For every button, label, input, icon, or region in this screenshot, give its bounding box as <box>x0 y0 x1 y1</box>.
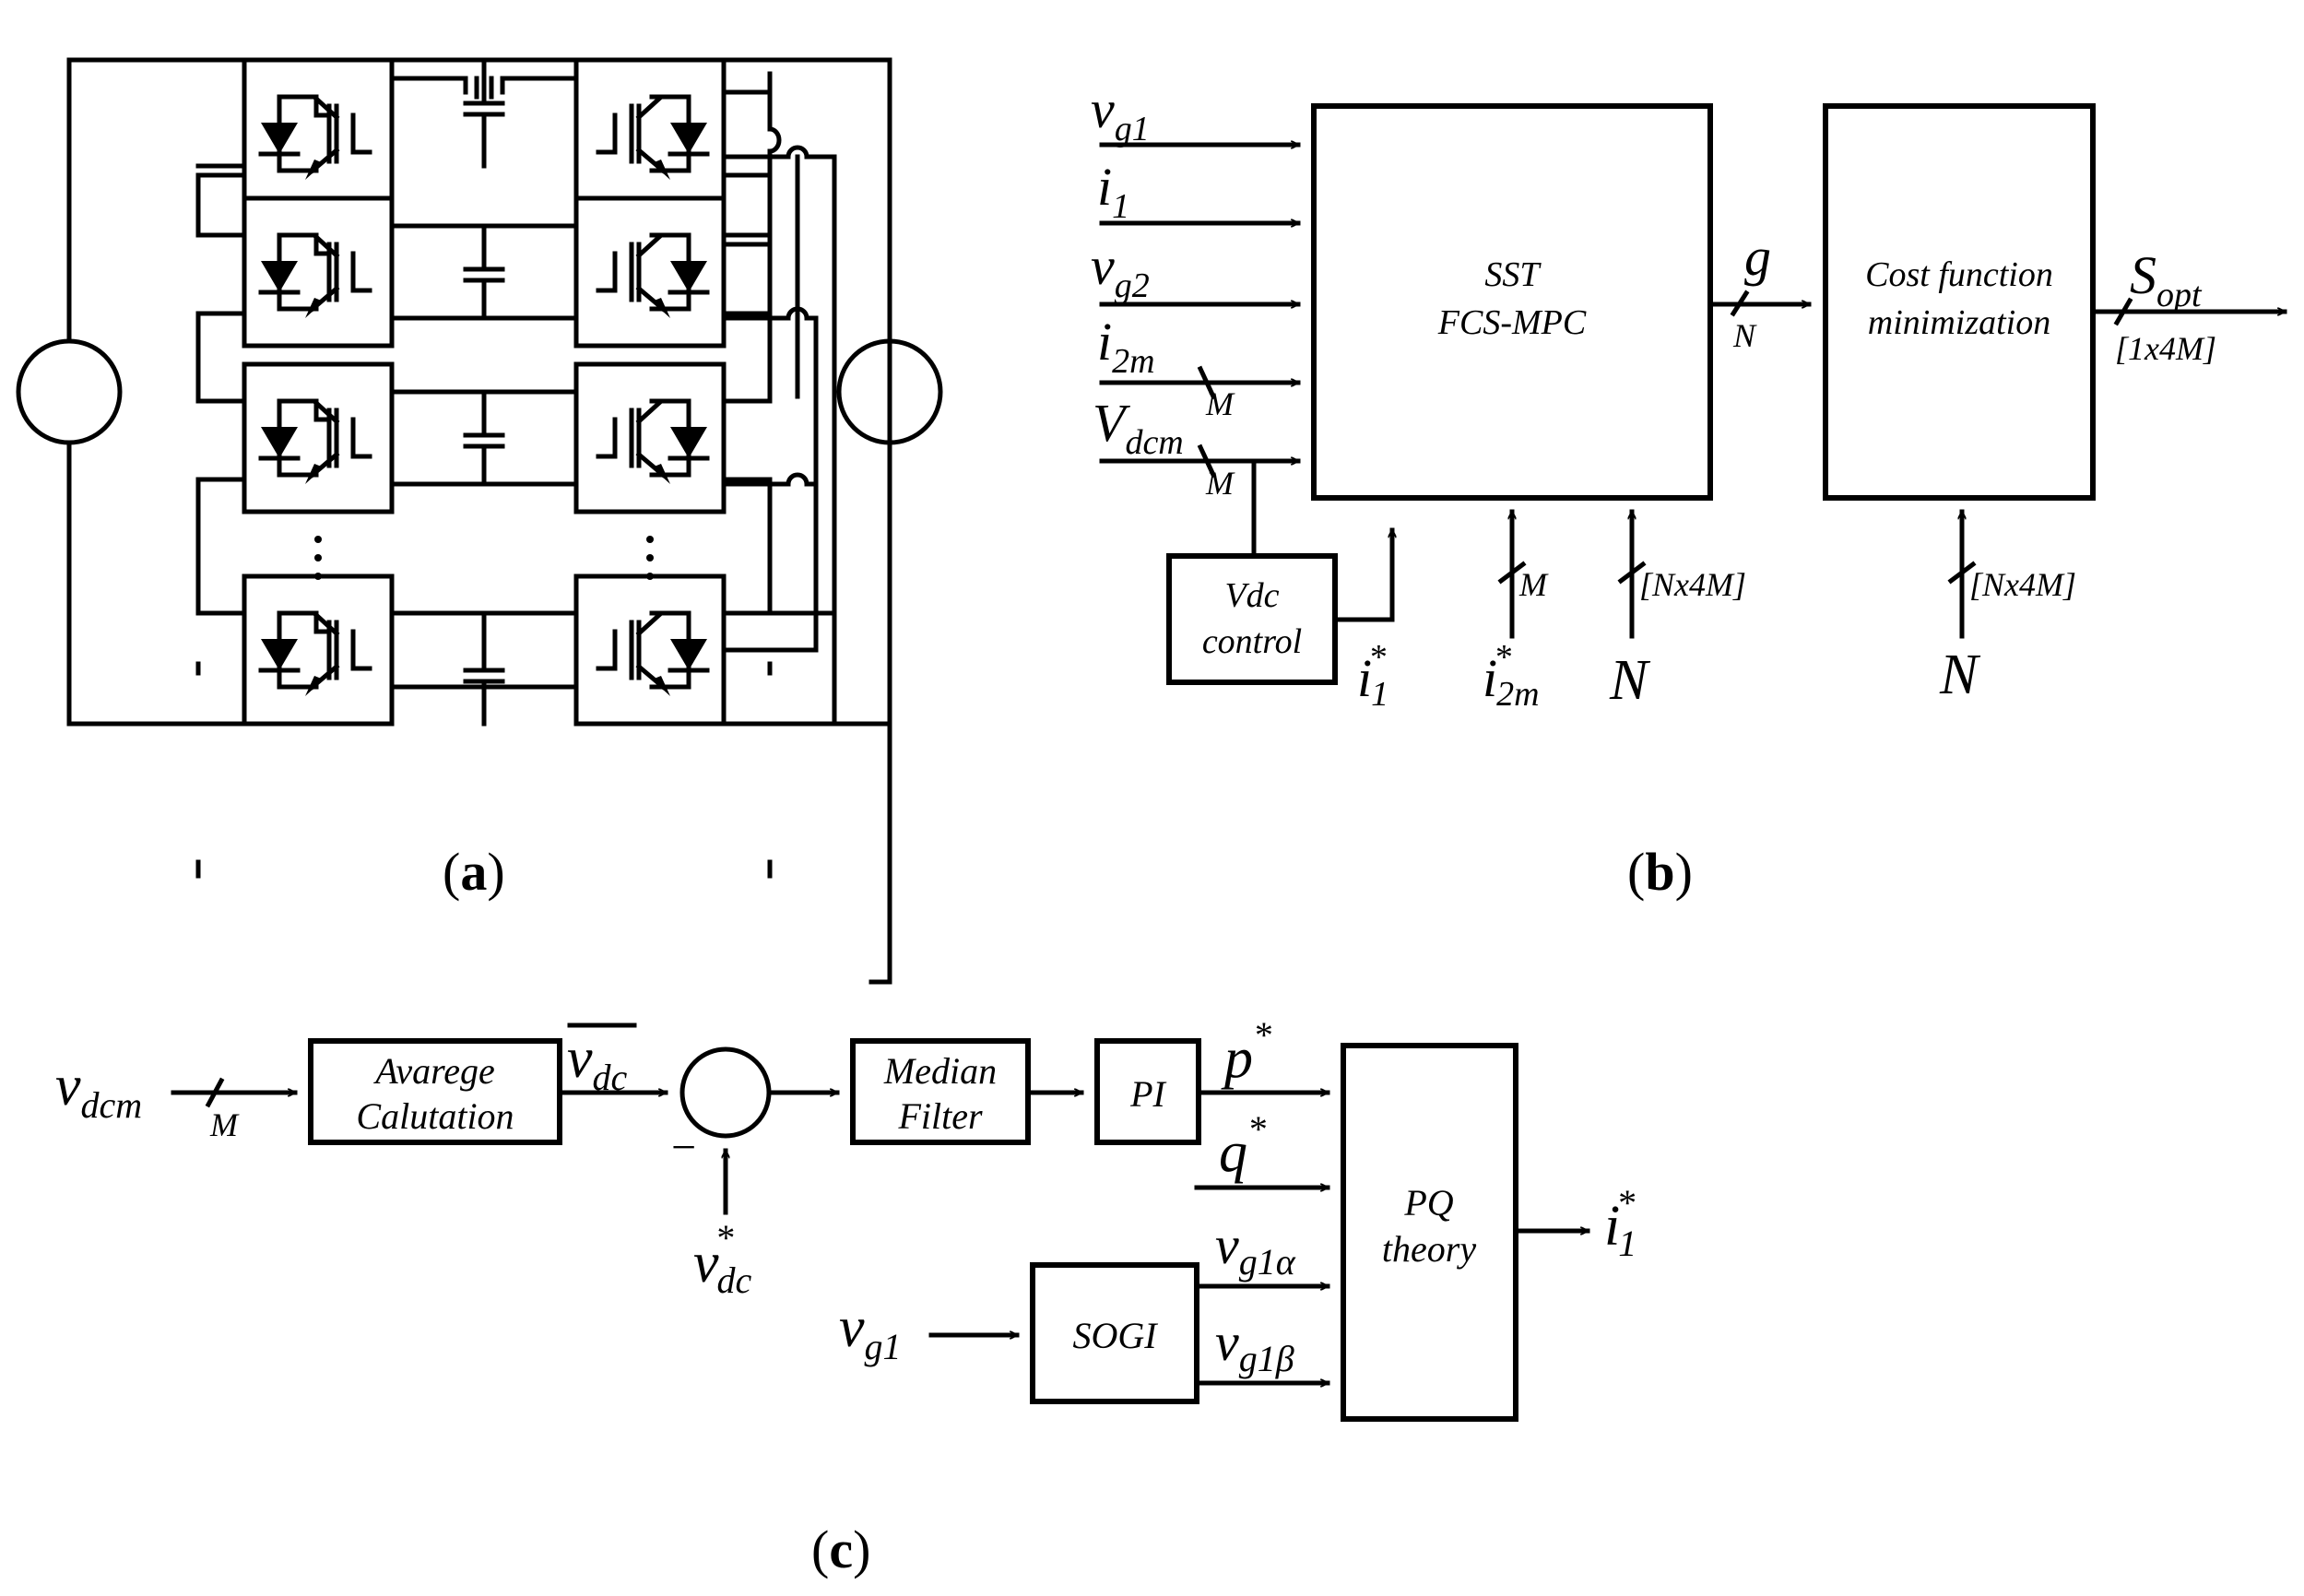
label-i1: i1 <box>1097 157 1129 226</box>
pi-block-label: PI <box>1129 1073 1166 1115</box>
label-n-mpc: N <box>1609 649 1651 712</box>
sogi-block <box>1030 1262 1199 1404</box>
bus-label-g: N <box>1732 317 1757 354</box>
vdc-block-line1: Vdc <box>1224 576 1279 615</box>
capacitor-2 <box>463 223 505 321</box>
avg-block-line1: Avarege <box>372 1050 495 1092</box>
igbt-module-right-1 <box>576 60 724 207</box>
ellipsis-right <box>646 536 654 580</box>
bus-label-vdcm-c: M <box>209 1106 240 1143</box>
pq-block-line2: theory <box>1382 1228 1476 1270</box>
bus-label-sopt: [1x4M] <box>2115 330 2216 367</box>
caption-c: (c) <box>811 1519 870 1579</box>
label-g: g <box>1744 227 1771 287</box>
label-vdc-bar: vdc <box>567 1027 628 1098</box>
bus-label-n-cost: [Nx4M] <box>1969 566 2076 603</box>
label-i1-ref: i*1 <box>1357 638 1388 714</box>
average-calculation-block <box>308 1038 562 1145</box>
label-vg1: vg1 <box>1091 79 1150 148</box>
median-block-line1: Median <box>883 1050 997 1092</box>
caption-b: (b) <box>1627 842 1693 902</box>
igbt-module-right-2 <box>576 198 724 346</box>
label-i2m: i2m <box>1097 312 1155 381</box>
vdc-control-block <box>1166 553 1338 685</box>
ac-source-right <box>836 338 943 445</box>
pq-block-line1: PQ <box>1403 1182 1453 1224</box>
avg-block-line2: Calutation <box>356 1095 514 1137</box>
panel-a-circuit <box>16 57 943 985</box>
label-p-ref: p* <box>1221 1014 1271 1090</box>
bus-label-vdcm: M <box>1205 465 1235 502</box>
capacitor-4 <box>463 610 505 727</box>
ac-source-left <box>16 338 123 445</box>
label-vg1b: vg1β <box>1215 1312 1294 1379</box>
label-sopt: Sopt <box>2130 245 2203 314</box>
sst-fcs-mpc-block <box>1311 103 1713 501</box>
label-vdc-ref: v*dc <box>693 1217 752 1301</box>
igbt-module-left-2 <box>244 198 392 346</box>
cost-block-line1: Cost function <box>1865 255 2053 294</box>
bus-label-n-mpc: [Nx4M] <box>1639 566 1746 603</box>
vdc-block-line2: control <box>1202 622 1302 661</box>
cost-block-line2: minimization <box>1868 303 2050 342</box>
label-vdcm-c: vdcm <box>55 1055 142 1126</box>
igbt-module-left-4 <box>244 576 392 724</box>
label-vg1a: vg1α <box>1215 1215 1296 1283</box>
igbt-module-right-4 <box>576 576 724 724</box>
bus-label-i2m-ref: M <box>1518 566 1549 603</box>
igbt-module-left-3 <box>244 364 392 512</box>
pq-theory-block <box>1341 1043 1518 1422</box>
label-vg1-c: vg1 <box>839 1296 902 1367</box>
ellipsis-left <box>314 536 322 580</box>
panel-c-vdc-control <box>171 1023 1590 1422</box>
caption-a: (a) <box>443 842 505 902</box>
mpc-block-line1: SST <box>1484 255 1542 294</box>
capacitor-3 <box>463 389 505 487</box>
label-i2m-ref: i*2m <box>1483 638 1540 714</box>
median-block-line2: Filter <box>897 1095 983 1137</box>
label-n-cost: N <box>1939 644 1981 706</box>
panel-b-mpc <box>1099 103 2287 685</box>
label-i1-ref-c: i*1 <box>1604 1182 1636 1264</box>
sogi-block-label: SOGI <box>1072 1315 1158 1356</box>
median-filter-block <box>850 1038 1031 1145</box>
label-vg2: vg2 <box>1091 236 1150 305</box>
capacitor-1 <box>463 57 505 169</box>
label-vdcm: Vdcm <box>1093 393 1184 462</box>
igbt-module-left-1 <box>244 60 392 207</box>
mpc-block-line2: FCS-MPC <box>1437 303 1587 342</box>
label-q-ref: q* <box>1219 1108 1266 1184</box>
igbt-module-right-3 <box>576 364 724 512</box>
cost-function-block <box>1823 103 2096 501</box>
bus-label-i2m: M <box>1205 385 1235 422</box>
label-minus: − <box>671 1123 696 1172</box>
